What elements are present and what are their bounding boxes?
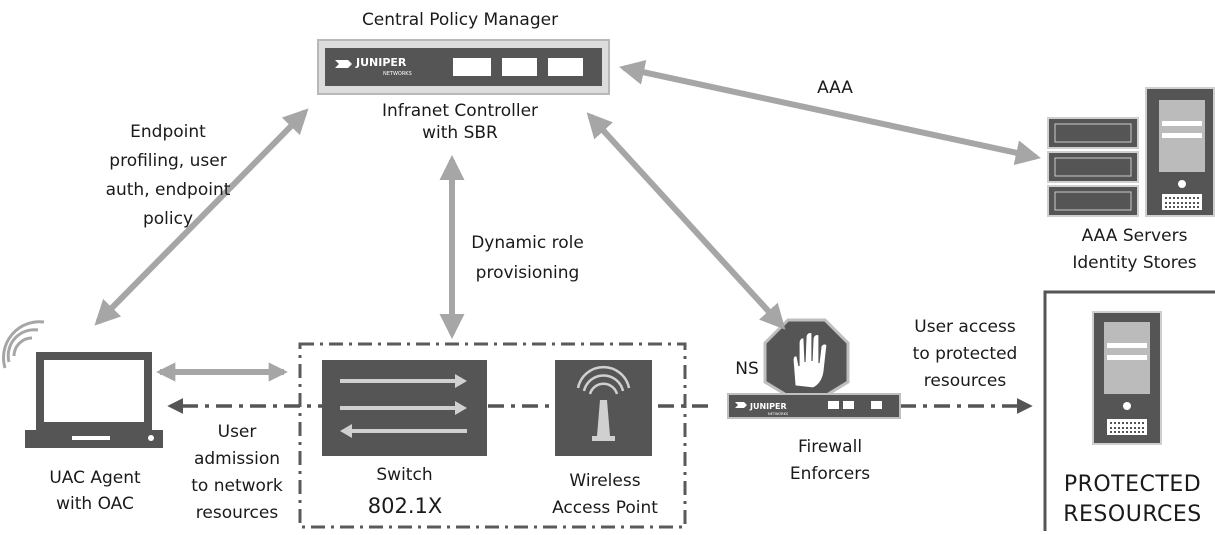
firewall-enforcers-label: Firewall Enforcers	[789, 437, 871, 484]
controller-firewall-arrow	[586, 112, 786, 330]
wireless-access-point-icon	[555, 360, 652, 456]
aaa-servers-label: AAA Servers Identity Stores	[1072, 226, 1197, 273]
ns-label: NS	[735, 359, 759, 379]
aaa-servers-icon	[1047, 87, 1215, 217]
stop-hand-icon	[792, 331, 828, 389]
network-access-box	[298, 342, 687, 529]
juniper-logo-icon: JUNIPER NETWORKS	[335, 56, 412, 77]
aaa-edge-label: AAA	[817, 78, 853, 98]
laptop-icon	[2, 320, 163, 448]
switch-label: Switch	[376, 465, 433, 485]
port-icon	[453, 58, 491, 76]
dynamic-role-label: Dynamic role provisioning	[471, 233, 584, 283]
infranet-controller-device: JUNIPER NETWORKS	[317, 39, 610, 95]
protected-resources-label: PROTECTED RESOURCES	[1063, 472, 1202, 527]
protected-resources-box	[1043, 290, 1215, 531]
firewall-brand: JUNIPER	[749, 402, 787, 411]
aaa-arrow	[619, 59, 1041, 166]
firewall-brand-sub: NETWORKS	[768, 412, 789, 416]
wireless-ap-label: Wireless Access Point	[552, 471, 658, 518]
endpoint-profiling-arrow	[94, 108, 309, 326]
user-admission-label: User admission to network resources	[191, 422, 283, 523]
uac-agent-label: UAC Agent with OAC	[49, 468, 141, 514]
firewall-enforcer-device: JUNIPER NETWORKS	[727, 318, 901, 419]
port-icon	[502, 58, 537, 76]
infranet-controller-label: Infranet Controller with SBR	[381, 101, 539, 143]
controller-brand-sub: NETWORKS	[383, 71, 412, 77]
switch-icon	[322, 360, 487, 456]
endpoint-policy-label: Endpoint profiling, user auth, endpoint …	[105, 122, 231, 229]
user-access-label: User access to protected resources	[912, 317, 1018, 391]
central-policy-manager-label: Central Policy Manager	[361, 10, 559, 30]
switch-standard-label: 802.1X	[367, 494, 443, 518]
controller-brand: JUNIPER	[355, 56, 407, 69]
port-icon	[548, 58, 583, 76]
